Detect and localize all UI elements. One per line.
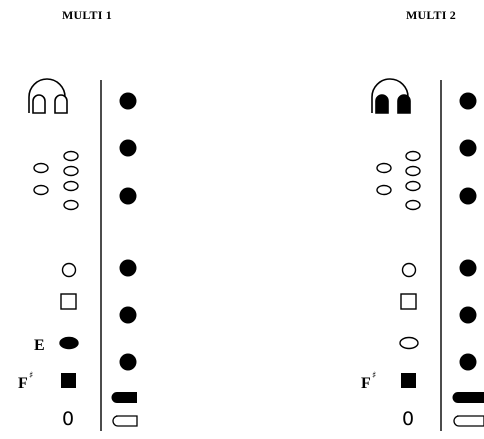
low-key-filled-icon: [452, 392, 484, 403]
key-open-circle-icon: [61, 262, 77, 278]
label-zero: 0: [402, 408, 414, 430]
tone-hole-2-icon: [459, 139, 477, 157]
key-fsharp-filled-icon: [61, 373, 76, 388]
tone-hole-1-icon: [459, 92, 477, 110]
tone-hole-5-icon: [459, 306, 477, 324]
tone-hole-6-icon: [119, 353, 137, 371]
tone-hole-3-icon: [459, 187, 477, 205]
key-open-circle-icon: [401, 262, 417, 278]
key-fsharp-filled-icon: [401, 373, 416, 388]
label-zero: 0: [62, 408, 74, 430]
label-f: F: [361, 375, 371, 392]
side-keys-icon: [33, 150, 79, 211]
octave-key-icon: [28, 78, 68, 114]
label-sharp: ♯: [372, 371, 376, 381]
tone-hole-1-icon: [119, 92, 137, 110]
tone-hole-2-icon: [119, 139, 137, 157]
key-open-square-icon: [400, 293, 417, 310]
chart-title-multi-1: MULTI 1: [62, 8, 112, 22]
label-e: E: [34, 337, 45, 354]
tone-hole-4-icon: [459, 259, 477, 277]
label-f: F: [18, 375, 28, 392]
main-tone-holes: [459, 92, 477, 371]
tone-hole-6-icon: [459, 353, 477, 371]
low-key-open-icon: [453, 415, 484, 427]
label-sharp: ♯: [29, 371, 33, 381]
chart-title-multi-2: MULTI 2: [406, 8, 456, 22]
main-tone-holes: [119, 92, 137, 371]
tone-hole-5-icon: [119, 306, 137, 324]
low-key-filled-icon: [111, 392, 137, 403]
key-e-filled-icon: [59, 336, 79, 350]
key-open-square-icon: [60, 293, 77, 310]
side-keys-icon: [376, 150, 421, 211]
tone-hole-3-icon: [119, 187, 137, 205]
low-key-open-icon: [112, 415, 138, 427]
octave-key-filled-icon: [371, 78, 411, 114]
key-e-open-icon: [399, 336, 419, 350]
tone-hole-4-icon: [119, 259, 137, 277]
